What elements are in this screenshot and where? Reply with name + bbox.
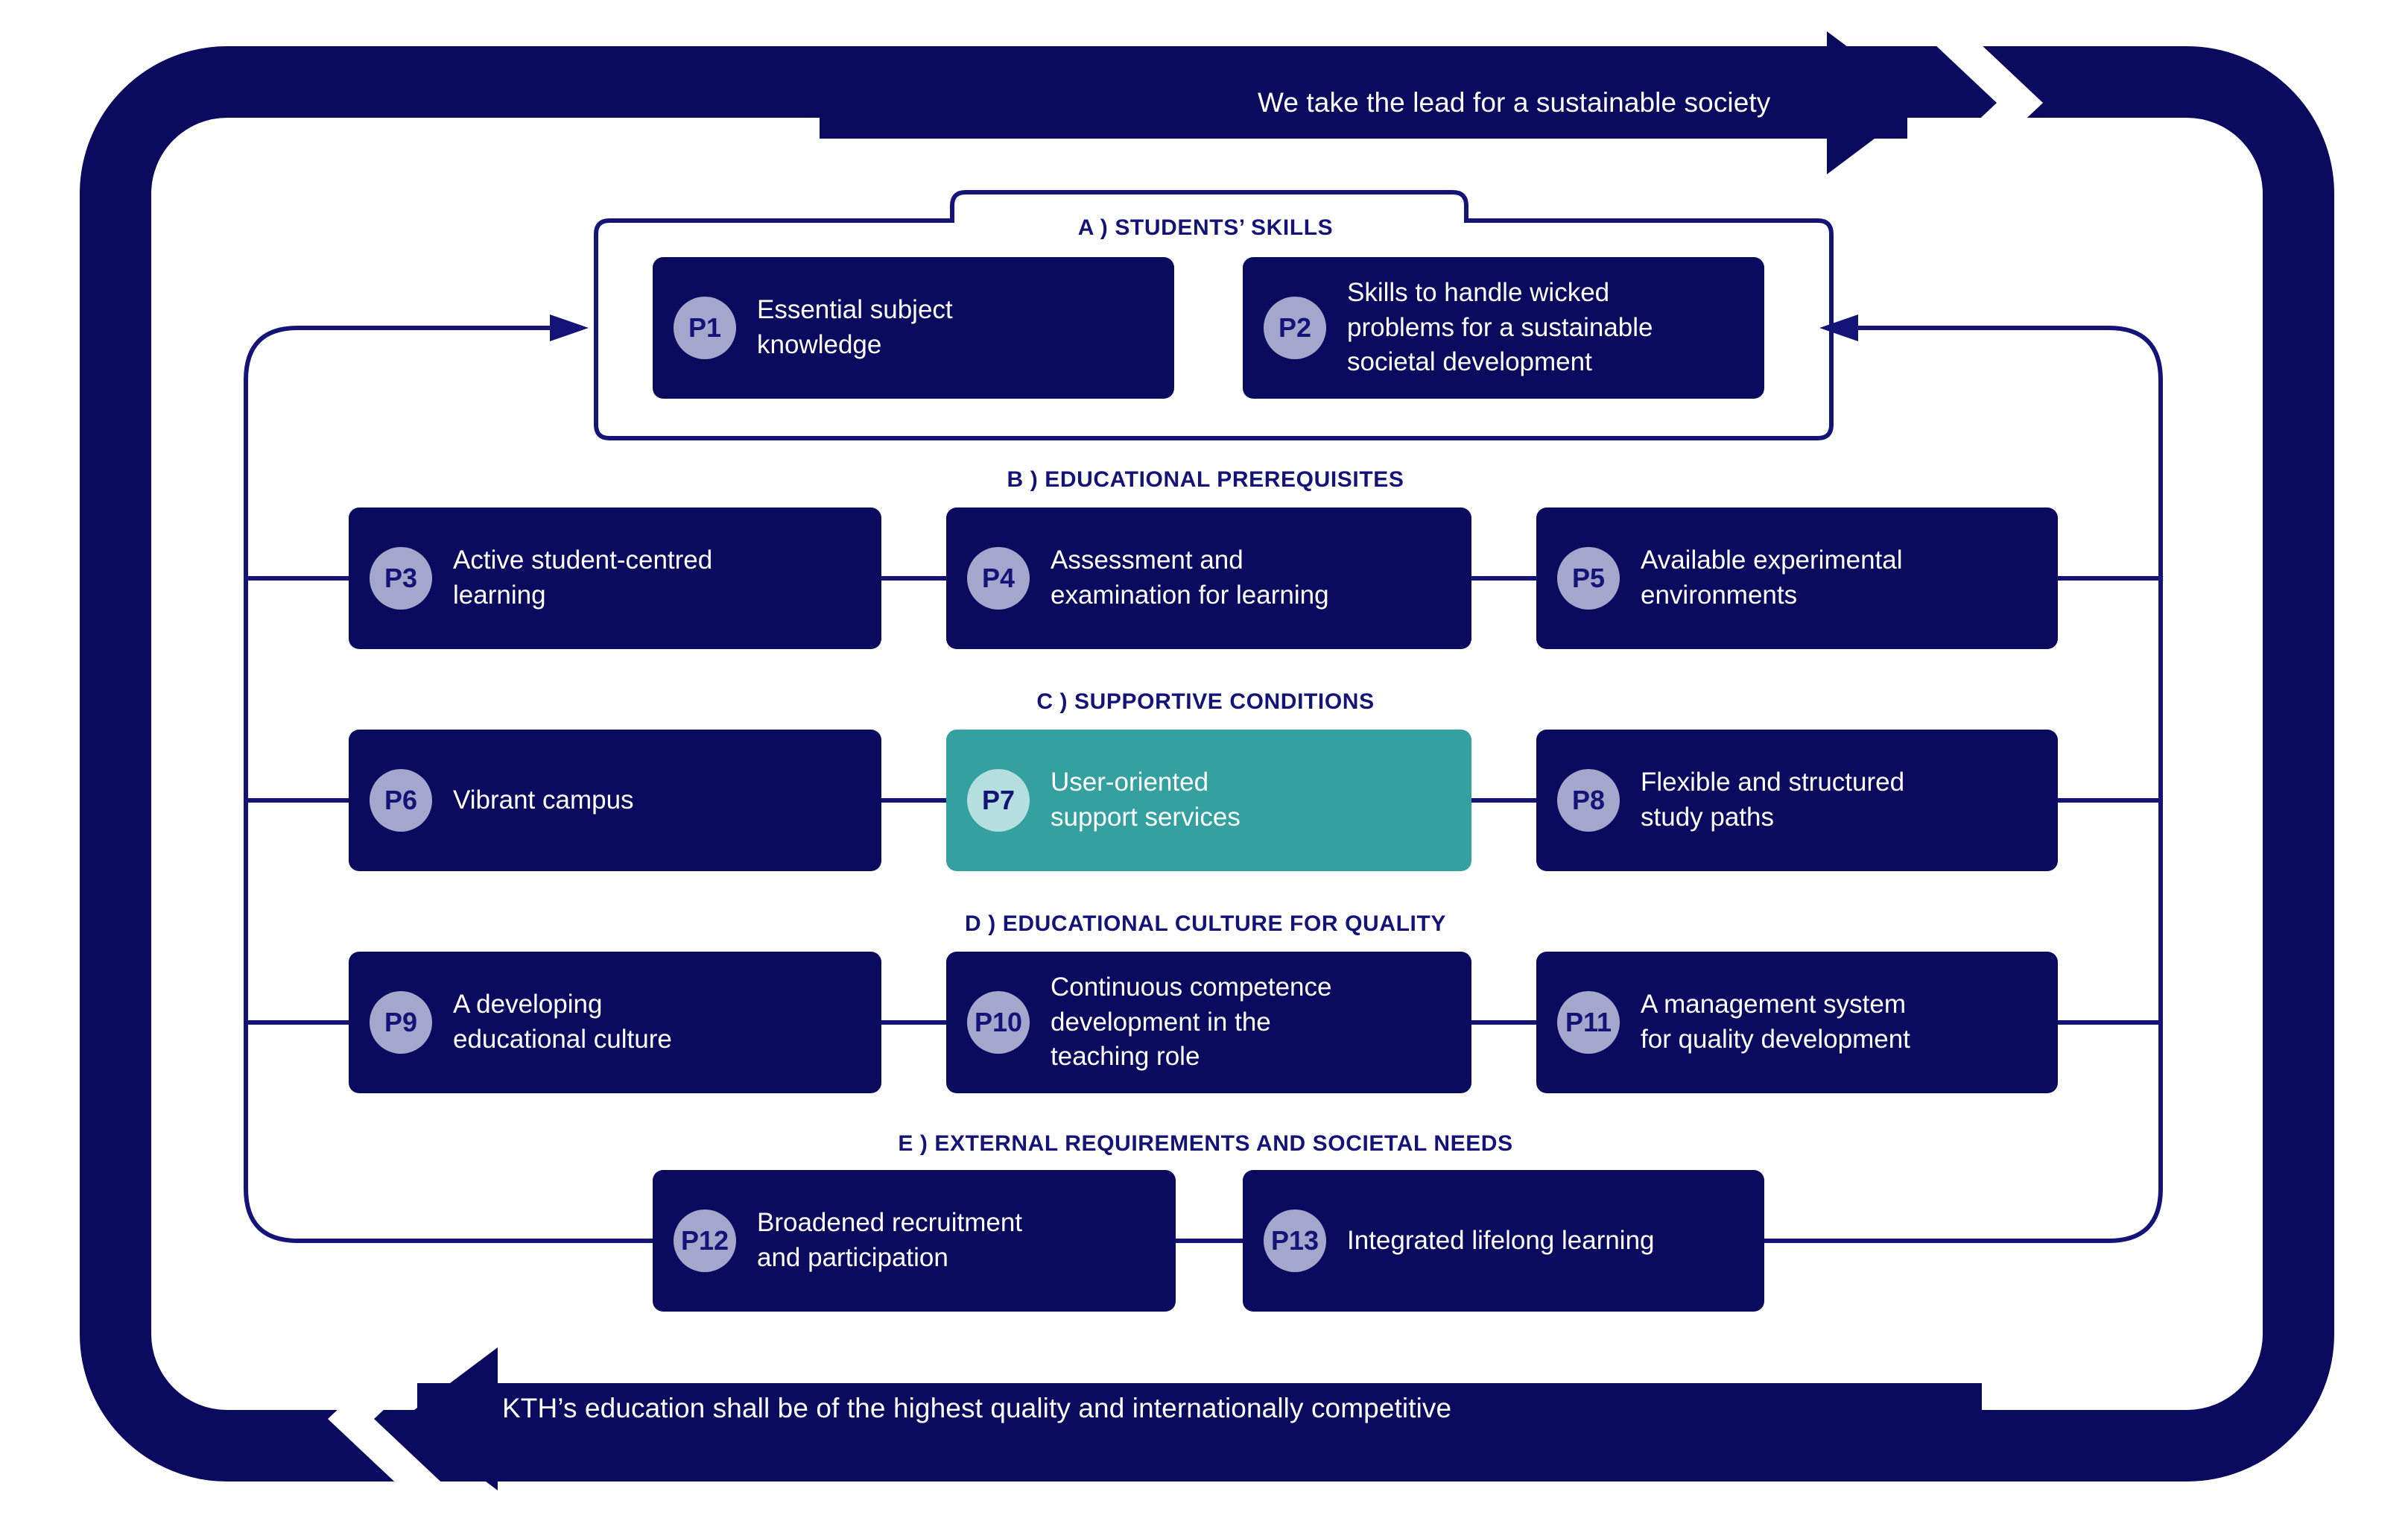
- pillar-badge-p3: P3: [370, 547, 432, 610]
- pillar-badge-p13: P13: [1264, 1209, 1326, 1272]
- bottom-banner-text: KTH’s education shall be of the highest …: [502, 1393, 1452, 1423]
- chevron-notch-icon: [1921, 31, 2043, 174]
- pillar-badge-p6: P6: [370, 769, 432, 832]
- section-heading-b: B ) EDUCATIONAL PREREQUISITES: [1007, 467, 1404, 492]
- right-spine: [1747, 326, 2163, 1243]
- top-banner-text: We take the lead for a sustainable socie…: [1258, 87, 1771, 118]
- pillar-badge-p4: P4: [967, 547, 1030, 610]
- pillar-label-p6: Vibrant campus: [453, 785, 634, 815]
- pillar-label-p13: Integrated lifelong learning: [1347, 1225, 1655, 1255]
- pillar-badge-p2: P2: [1264, 297, 1326, 359]
- top-banner-bar: [820, 67, 1907, 139]
- pillar-badge-p12: P12: [674, 1209, 736, 1272]
- arrow-right-icon: [1827, 31, 1922, 174]
- pillar-badge-p7: P7: [967, 769, 1030, 832]
- pillar-box-p13[interactable]: P13 Integrated lifelong learning: [1243, 1170, 1764, 1312]
- arrow-left-icon: [402, 1347, 498, 1490]
- left-spine: [244, 326, 659, 1243]
- section-a-outline: [594, 190, 1834, 440]
- pillar-badge-p10: P10: [967, 991, 1030, 1054]
- pillar-badge-p9: P9: [370, 991, 432, 1054]
- bottom-banner-bar: [417, 1383, 1982, 1455]
- pillar-badge-p5: P5: [1557, 547, 1620, 610]
- pillar-box-p6[interactable]: P6 Vibrant campus: [349, 730, 881, 871]
- chevron-notch-icon-bottom: [328, 1347, 450, 1490]
- section-heading-a: A ) STUDENTS’ SKILLS: [1077, 215, 1334, 240]
- section-heading-c: C ) SUPPORTIVE CONDITIONS: [1036, 689, 1375, 714]
- section-heading-e: E ) EXTERNAL REQUIREMENTS AND SOCIETAL N…: [898, 1131, 1513, 1156]
- pillar-badge-p8: P8: [1557, 769, 1620, 832]
- pillar-badge-p1: P1: [674, 297, 736, 359]
- section-heading-d: D ) EDUCATIONAL CULTURE FOR QUALITY: [965, 911, 1446, 936]
- connector-network: [244, 326, 2163, 1243]
- pillar-badge-p11: P11: [1557, 991, 1620, 1054]
